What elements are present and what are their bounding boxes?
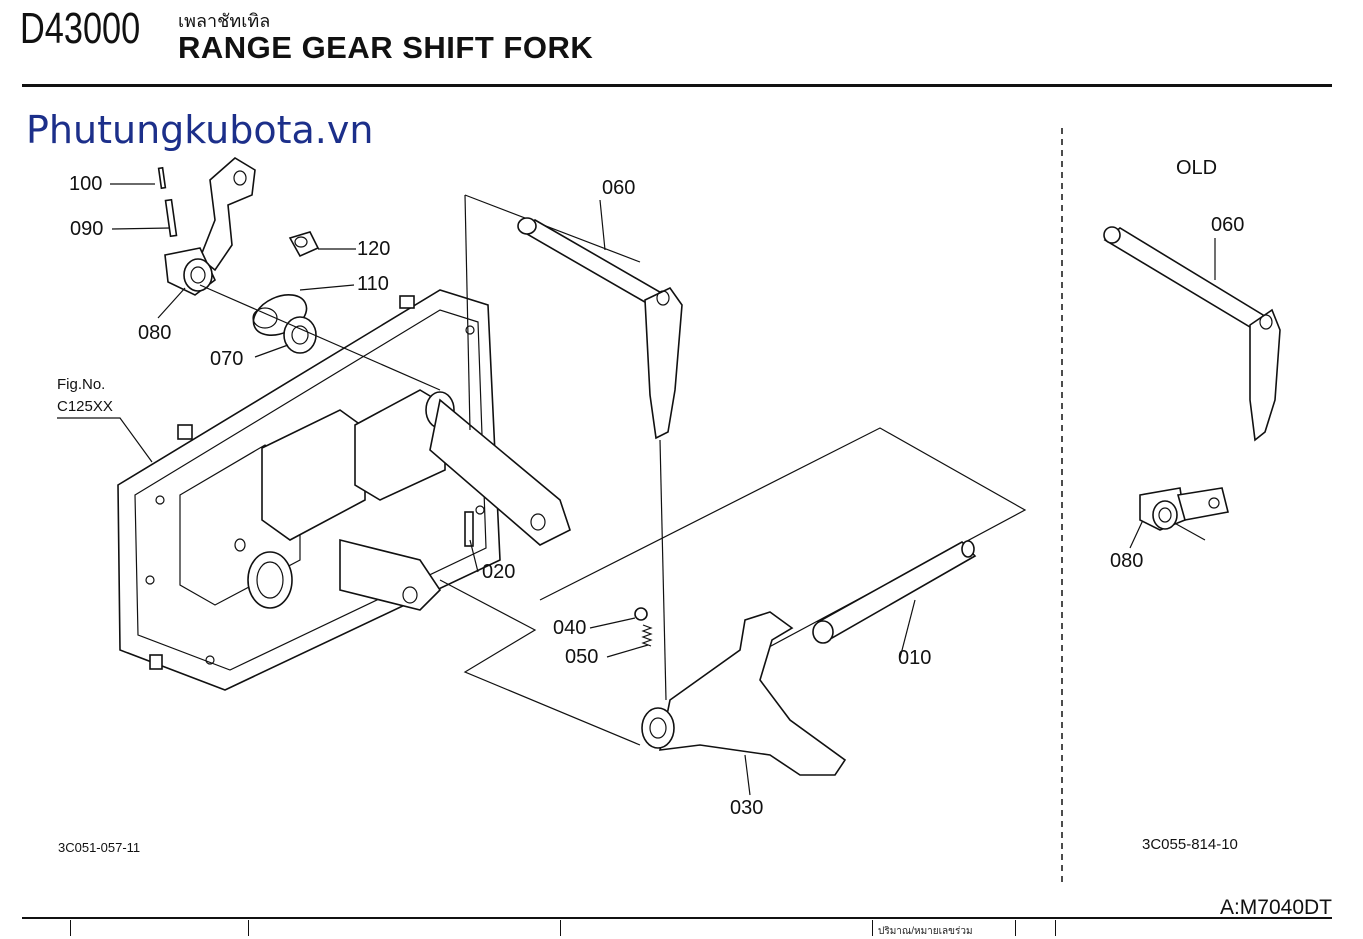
detent-ball-spring: [634, 607, 653, 647]
table-col-divider: [70, 920, 71, 936]
part-label-030: 030: [730, 797, 764, 819]
part-label-050: 050: [565, 646, 599, 668]
header-rule: [22, 84, 1332, 87]
gear-housing: [117, 289, 571, 691]
part-label-060: 060: [602, 177, 636, 199]
drawing-number-left: 3C051-057-11: [58, 840, 141, 855]
page-title: RANGE GEAR SHIFT FORK: [178, 30, 594, 65]
watermark: Phutungkubota.vn: [26, 108, 374, 152]
part-label-110: 110: [357, 273, 389, 295]
part-label-010: 010: [898, 647, 932, 669]
shift-rod-010: [812, 540, 977, 644]
part-label-100: 100: [69, 173, 103, 195]
part-label-old-060: 060: [1211, 214, 1245, 236]
part-label-020: 020: [482, 561, 516, 583]
shift-arm-assembly: [157, 157, 320, 354]
shift-fork-030: [641, 611, 847, 776]
model-code: A:M7040DT: [1219, 896, 1332, 919]
table-header-text: ปริมาณ/หมายเลขร่วม: [878, 926, 973, 937]
old-arm-080: [1139, 487, 1229, 531]
shift-shaft-060: [517, 217, 683, 440]
table-col-divider: [1055, 920, 1056, 936]
thai-title: เพลาชัทเทิล: [178, 11, 271, 31]
part-label-040: 040: [553, 617, 587, 639]
part-label-120: 120: [357, 238, 391, 260]
part-label-070: 070: [210, 348, 244, 370]
page-code: D43000: [20, 4, 141, 53]
table-col-divider: [872, 920, 873, 936]
part-label-old-080: 080: [1110, 550, 1144, 572]
figure-ref-line2: C125XX: [57, 398, 113, 415]
section-label-old: OLD: [1176, 157, 1218, 179]
table-col-divider: [1015, 920, 1016, 936]
table-col-divider: [560, 920, 561, 936]
drawing-number-right: 3C055-814-10: [1142, 836, 1238, 853]
part-label-080: 080: [138, 322, 172, 344]
old-shift-shaft-060: [1103, 226, 1281, 442]
figure-ref-line1: Fig.No.: [57, 376, 106, 393]
table-col-divider: [248, 920, 249, 936]
part-label-090: 090: [70, 218, 104, 240]
